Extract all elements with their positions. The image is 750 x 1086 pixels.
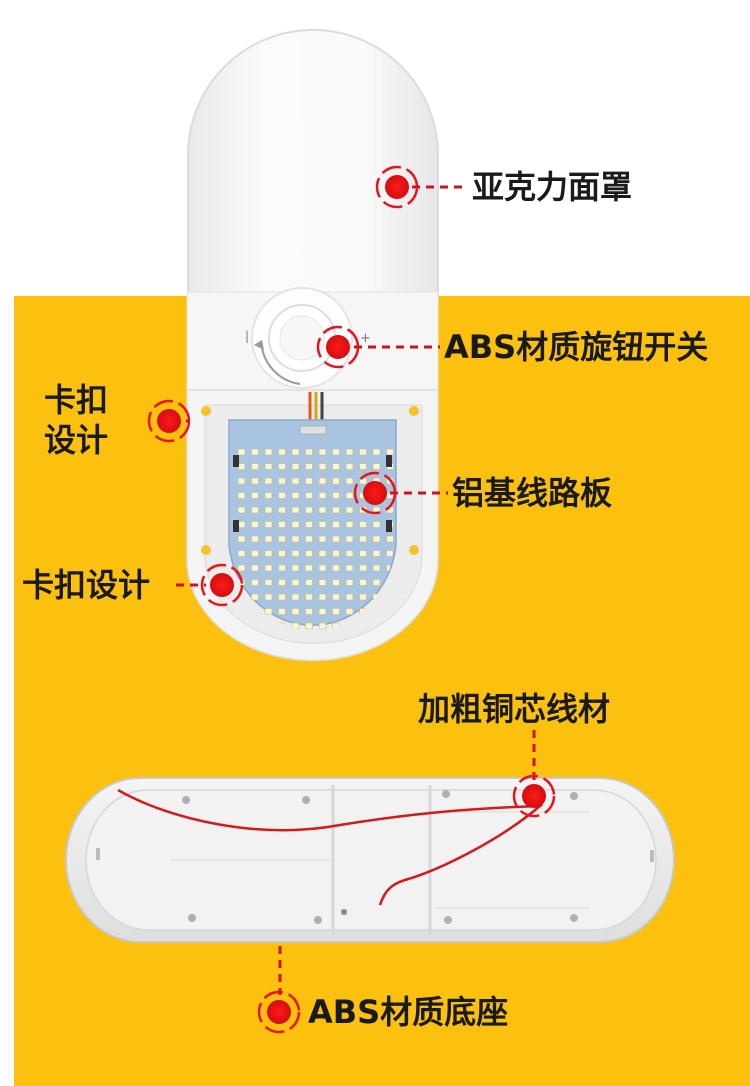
marker-knob-switch: [316, 325, 360, 369]
label-aluminum-pcb: 铝基线路板: [452, 474, 613, 512]
label-clip-design-upper: 卡扣设计: [44, 381, 109, 459]
copper-wire: [117, 788, 544, 906]
marker-acrylic-cover: [375, 165, 419, 209]
svg-text:|: |: [245, 329, 249, 343]
marker-aluminum-pcb: [353, 471, 397, 515]
label-clip-design-lower: 卡扣设计: [22, 566, 151, 604]
marker-clip-lower: [200, 563, 244, 607]
svg-text:+: +: [360, 331, 371, 346]
lamp-base: [65, 777, 675, 943]
lamp-body: | +: [186, 29, 439, 662]
label-acrylic-cover: 亚克力面罩: [472, 168, 633, 206]
marker-clip-upper: [147, 399, 191, 443]
marker-abs-base: [257, 990, 301, 1034]
label-abs-base: ABS材质底座: [308, 993, 509, 1031]
marker-copper-wire: [512, 774, 556, 818]
label-abs-knob-switch: ABS材质旋钮开关: [444, 328, 709, 366]
acrylic-cover: [187, 29, 439, 301]
label-copper-wire: 加粗铜芯线材: [418, 690, 611, 728]
